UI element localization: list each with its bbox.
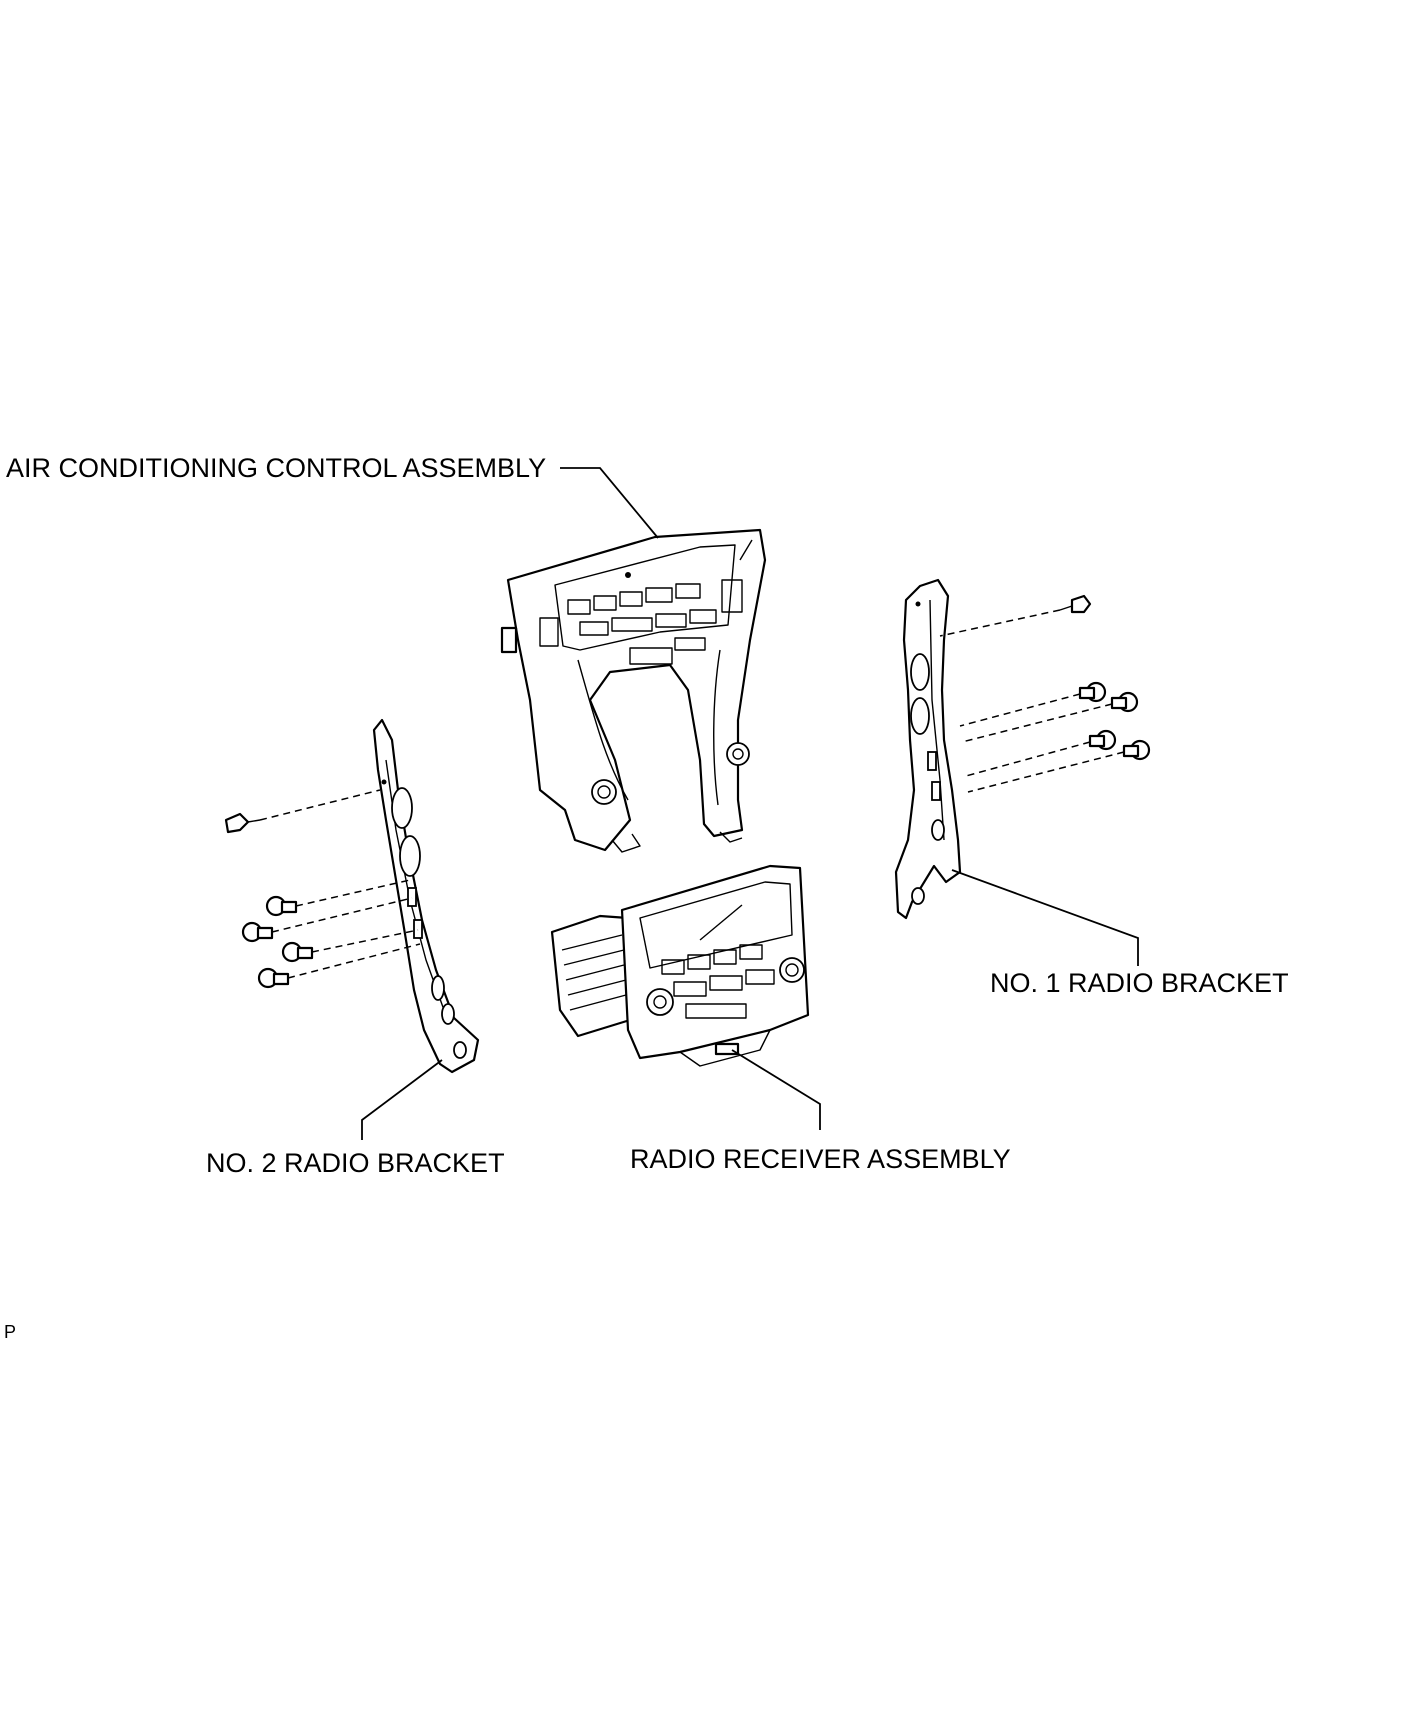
label-air-conditioning-control-assembly: AIR CONDITIONING CONTROL ASSEMBLY	[6, 453, 546, 483]
radio-receiver-assembly	[550, 864, 810, 1067]
bolt-icon	[265, 895, 298, 917]
rear-connector-pins	[561, 934, 627, 1011]
corner-mark: P	[4, 1322, 16, 1342]
label-radio-receiver-assembly: RADIO RECEIVER ASSEMBLY	[630, 1144, 1011, 1174]
bolt-icon	[1088, 729, 1117, 751]
no2-bracket-screws	[224, 789, 421, 989]
label-no1-radio-bracket: NO. 1 RADIO BRACKET	[990, 968, 1289, 998]
bolt-icon	[1110, 691, 1139, 713]
bolt-icon	[1122, 739, 1151, 761]
no2-radio-bracket	[372, 718, 480, 1074]
radio-buttons	[661, 944, 775, 1019]
air-conditioning-control-assembly	[500, 528, 767, 853]
screw-icon	[1059, 594, 1092, 614]
bolt-icon	[1078, 681, 1107, 703]
no1-bracket-screws	[939, 594, 1151, 793]
bolt-icon	[241, 921, 274, 943]
bolt-icon	[281, 941, 314, 963]
leader-lines	[361, 467, 1139, 1140]
bolt-icon	[257, 967, 290, 989]
label-no2-radio-bracket: NO. 2 RADIO BRACKET	[206, 1148, 505, 1178]
ac-buttons	[567, 583, 717, 665]
screw-icon	[224, 812, 261, 834]
no1-radio-bracket	[894, 578, 962, 920]
